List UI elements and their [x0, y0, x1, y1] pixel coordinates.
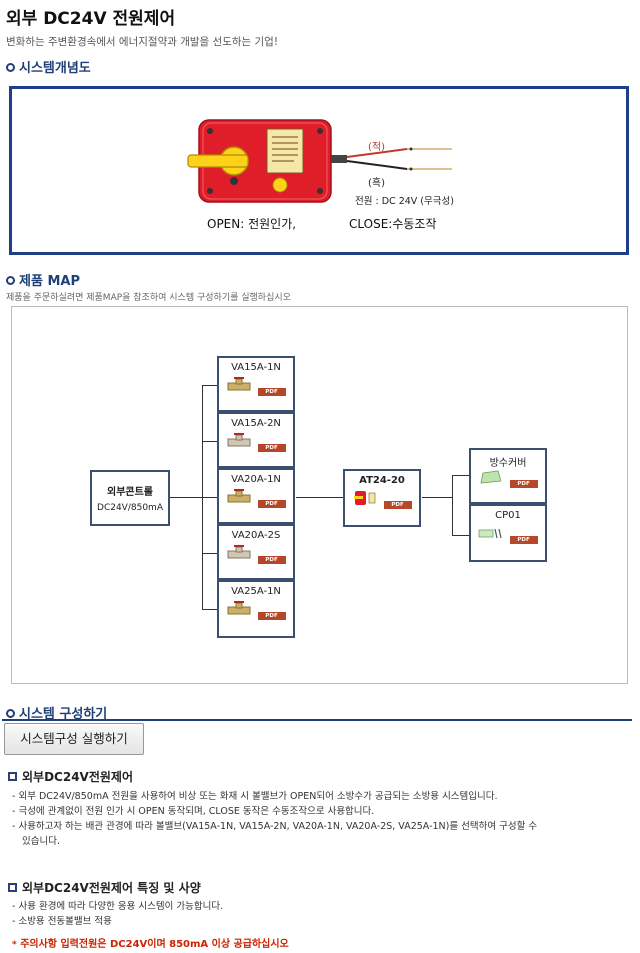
section2-list: - 사용 환경에 따라 다양한 응용 시스템이 가능합니다. - 소방용 전동볼… [12, 899, 632, 929]
product-actuator[interactable]: AT24-20 PDF [343, 469, 421, 527]
warning-star-icon: * [12, 940, 17, 950]
list-item: - 극성에 관계없이 전원 인가 시 OPEN 동작되며, CLOSE 동작은 … [12, 806, 375, 817]
section1-heading: 외부DC24V전원제어 [8, 768, 133, 785]
product-name: 방수커버 [489, 458, 527, 469]
controller-spec: DC24V/850mA [97, 503, 163, 513]
pdf-button[interactable]: PDF [509, 536, 538, 544]
product-valve[interactable]: VA20A-2S PDF [217, 524, 295, 580]
ball-valve-icon [227, 545, 251, 559]
product-valve[interactable]: VA15A-2N PDF [217, 412, 295, 468]
actuator-wiring-diagram [187, 119, 452, 203]
product-name: AT24-20 [359, 475, 405, 486]
actuator-label-plate [266, 128, 304, 174]
concept-heading: 시스템개념도 [6, 57, 91, 76]
product-map: 외부콘트롤 DC24V/850mA VA15A-1N PDF VA15A-2N … [11, 306, 628, 684]
page-subtitle: 변화하는 주변환경속에서 에너지절약과 개발을 선도하는 기업! [6, 36, 279, 48]
list-item: - 소방용 전동볼밸브 적용 [12, 916, 112, 927]
config-heading: 시스템 구성하기 [6, 703, 107, 722]
run-system-config-button[interactable]: 시스템구성 실행하기 [4, 723, 144, 755]
square-bullet-icon [8, 772, 17, 781]
close-label: CLOSE:수동조작 [349, 217, 437, 231]
pdf-button[interactable]: PDF [257, 388, 286, 396]
product-name: CP01 [495, 510, 521, 521]
pdf-button[interactable]: PDF [257, 500, 286, 508]
product-name: VA15A-2N [231, 418, 281, 429]
map-heading: 제품 MAP [6, 270, 80, 289]
product-name: VA20A-1N [231, 474, 281, 485]
ball-valve-icon [227, 433, 251, 447]
open-label: OPEN: 전원인가, [207, 217, 297, 231]
power-spec-label: 전원 : DC 24V (무극성) [355, 196, 454, 207]
pdf-button[interactable]: PDF [257, 612, 286, 620]
pdf-button[interactable]: PDF [257, 444, 286, 452]
list-item: - 외부 DC24V/850mA 전원을 사용하여 비상 또는 화재 시 볼밸브… [12, 791, 498, 802]
red-wire-label: (적) [368, 142, 386, 153]
controller-box[interactable]: 외부콘트롤 DC24V/850mA [90, 470, 170, 526]
pdf-button[interactable]: PDF [509, 480, 538, 488]
ring-bullet-icon [6, 709, 15, 718]
pdf-button[interactable]: PDF [257, 556, 286, 564]
controller-name: 외부콘트롤 [107, 487, 153, 498]
warning-note: * 주의사항 입력전원은 DC24V이며 850mA 이상 공급하십시오 [12, 935, 289, 950]
black-wire-label: (흑) [368, 178, 386, 189]
square-bullet-icon [8, 883, 17, 892]
product-valve[interactable]: VA15A-1N PDF [217, 356, 295, 412]
product-valve[interactable]: VA20A-1N PDF [217, 468, 295, 524]
section1-list: - 외부 DC24V/850mA 전원을 사용하여 비상 또는 화재 시 볼밸브… [12, 789, 632, 849]
product-name: VA25A-1N [231, 586, 281, 597]
ball-valve-icon [227, 377, 251, 391]
list-item: - 사용 환경에 따라 다양한 응용 시스템이 가능합니다. [12, 901, 224, 912]
map-description: 제품을 주문하실려면 제품MAP을 참조하여 시스템 구성하기를 실행하십시오 [6, 293, 291, 303]
actuator-knob [272, 177, 288, 193]
product-name: VA15A-1N [231, 362, 281, 373]
product-name: VA20A-2S [231, 530, 281, 541]
actuator-icon [354, 491, 376, 505]
section-divider [2, 719, 632, 721]
page-title: 외부 DC24V 전원제어 [6, 9, 176, 29]
cable-plug-icon [479, 528, 503, 539]
section2-heading: 외부DC24V전원제어 특징 및 사양 [8, 879, 201, 896]
pdf-button[interactable]: PDF [383, 501, 412, 509]
ring-bullet-icon [6, 276, 15, 285]
ball-valve-icon [227, 489, 251, 503]
list-item: 있습니다. [22, 836, 60, 847]
ring-bullet-icon [6, 63, 15, 72]
product-accessory[interactable]: CP01 PDF [469, 504, 547, 562]
list-item: - 사용하고자 하는 배관 관경에 따라 볼밸브(VA15A-1N, VA15A… [12, 821, 538, 832]
ball-valve-icon [227, 601, 251, 615]
warning-text: 주의사항 입력전원은 DC24V이며 850mA 이상 공급하십시오 [20, 939, 289, 950]
waterproof-cover-icon [480, 470, 502, 484]
product-valve[interactable]: VA25A-1N PDF [217, 580, 295, 638]
product-accessory[interactable]: 방수커버 PDF [469, 448, 547, 504]
concept-diagram: (적) (흑) 전원 : DC 24V (무극성) OPEN: 전원인가, CL… [9, 86, 629, 255]
handle-lever [187, 154, 249, 168]
